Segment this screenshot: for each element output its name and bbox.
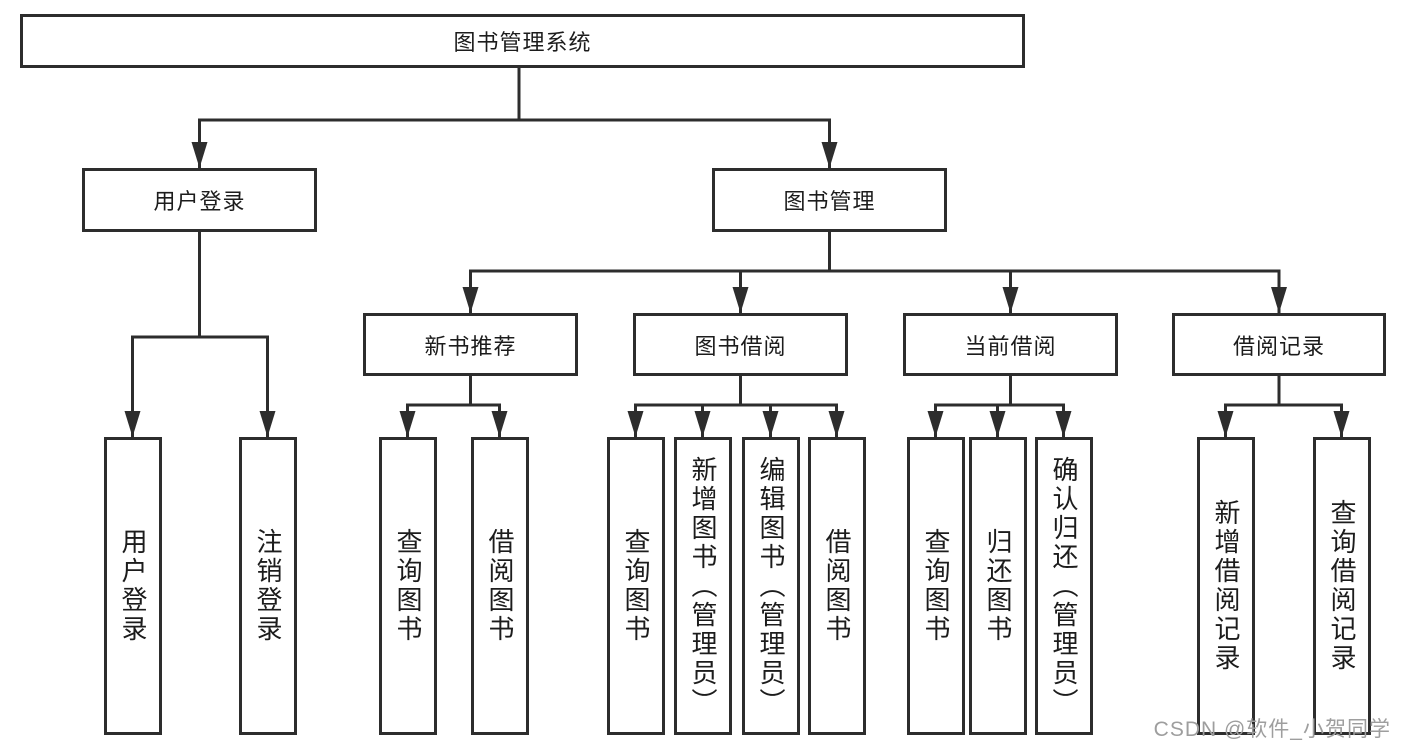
connector-book-borrow-to-leaves — [627, 376, 845, 437]
arrowhead — [1217, 411, 1234, 437]
node-leaf-borrow-books-1: 借阅图书 — [471, 437, 529, 735]
node-label: 借阅记录 — [1232, 333, 1325, 359]
node-label: 编辑图书（管理员） — [756, 455, 786, 717]
node-leaf-add-book-admin: 新增图书（管理员） — [674, 437, 732, 735]
arrowhead — [1333, 411, 1350, 437]
arrowhead — [1055, 411, 1072, 437]
node-label: 查询图书 — [393, 528, 423, 644]
csdn-watermark: CSDN @软件_小贺同学 — [1153, 718, 1391, 741]
node-leaf-logout: 注销登录 — [239, 437, 297, 735]
node-leaf-query-books-1: 查询图书 — [379, 437, 437, 735]
node-user-login: 用户登录 — [82, 168, 317, 232]
node-leaf-query-borrow-record: 查询借阅记录 — [1313, 437, 1371, 735]
connector-borrow-records-to-leaves — [1217, 376, 1350, 437]
node-label: 用户登录 — [153, 189, 246, 214]
node-label: 借阅图书 — [485, 528, 515, 644]
node-label: 当前借阅 — [964, 333, 1057, 359]
node-label: 注销登录 — [253, 528, 283, 644]
node-leaf-add-borrow-record: 新增借阅记录 — [1197, 437, 1255, 735]
arrowhead — [627, 411, 644, 437]
node-leaf-return-book: 归还图书 — [969, 437, 1027, 735]
arrowhead — [828, 411, 845, 437]
node-book-borrowing: 图书借阅 — [633, 313, 848, 376]
connector-current-borrow-to-leaves — [927, 376, 1072, 437]
arrowhead — [462, 287, 479, 313]
node-current-borrowing: 当前借阅 — [903, 313, 1118, 376]
connector-root-to-level2 — [191, 68, 838, 168]
node-label: 查询图书 — [921, 528, 951, 644]
arrowhead — [491, 411, 508, 437]
arrowhead — [124, 411, 141, 437]
connector-user-login-to-leaves — [124, 232, 276, 437]
node-leaf-confirm-return-admin: 确认归还（管理员） — [1035, 437, 1093, 735]
arrowhead — [694, 411, 711, 437]
node-label: 新增图书（管理员） — [688, 455, 718, 717]
node-leaf-user-login: 用户登录 — [104, 437, 162, 735]
arrowhead — [762, 411, 779, 437]
arrowhead — [732, 287, 749, 313]
arrowhead — [399, 411, 416, 437]
node-label: 图书借阅 — [694, 333, 787, 359]
node-label: 归还图书 — [983, 528, 1013, 644]
node-label: 图书管理系统 — [453, 30, 592, 55]
arrowhead — [1271, 287, 1287, 313]
arrowhead — [191, 142, 208, 168]
node-label: 图书管理 — [783, 189, 876, 214]
arrowhead — [259, 411, 276, 437]
node-leaf-query-books-3: 查询图书 — [907, 437, 965, 735]
node-label: 查询图书 — [621, 528, 651, 644]
node-leaf-edit-book-admin: 编辑图书（管理员） — [742, 437, 800, 735]
node-borrowing-records: 借阅记录 — [1172, 313, 1386, 376]
node-leaf-borrow-books-2: 借阅图书 — [808, 437, 866, 735]
node-new-book-recommend: 新书推荐 — [363, 313, 578, 376]
node-book-management: 图书管理 — [712, 168, 947, 232]
node-library-management-system: 图书管理系统 — [20, 14, 1025, 68]
arrowhead — [821, 142, 838, 168]
connector-new-books-to-leaves — [399, 376, 508, 437]
node-label: 新书推荐 — [424, 333, 517, 359]
node-label: 新增借阅记录 — [1211, 499, 1241, 673]
arrowhead — [989, 411, 1006, 437]
arrowhead — [1002, 287, 1019, 313]
connector-book-mgmt-to-level3 — [462, 232, 1287, 313]
node-leaf-query-books-2: 查询图书 — [607, 437, 665, 735]
node-label: 查询借阅记录 — [1327, 499, 1357, 673]
node-label: 借阅图书 — [822, 528, 852, 644]
arrowhead — [927, 411, 944, 437]
node-label: 用户登录 — [118, 528, 148, 644]
node-label: 确认归还（管理员） — [1049, 455, 1079, 717]
